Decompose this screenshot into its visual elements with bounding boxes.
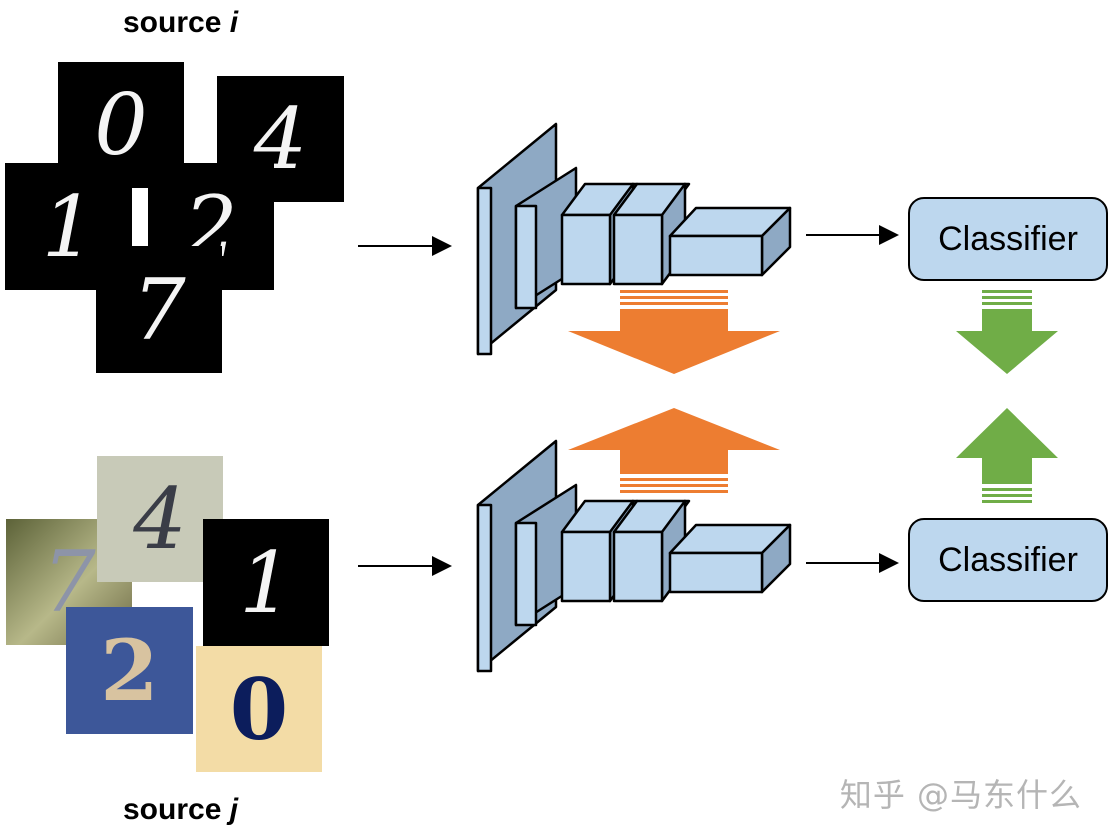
orange-arrow-up bbox=[568, 408, 780, 493]
feature-extractor-bottom bbox=[476, 439, 792, 673]
green-arrow-up bbox=[956, 408, 1058, 503]
source-j-prefix: source bbox=[123, 793, 222, 826]
svhn-tile-4: 4 bbox=[97, 456, 223, 582]
watermark: 知乎 @马东什么 bbox=[839, 776, 1082, 814]
source-i-label: source i bbox=[123, 6, 238, 40]
classifier-bottom: Classifier bbox=[908, 518, 1108, 602]
orange-arrow-down bbox=[568, 290, 780, 374]
svhn-tile-1: 1 bbox=[203, 519, 329, 646]
source-j-label: source j bbox=[123, 793, 238, 827]
source-j-letter: j bbox=[229, 793, 239, 826]
green-arrow-down bbox=[956, 290, 1058, 374]
classifier-top: Classifier bbox=[908, 197, 1108, 281]
svhn-tile-0: 0 bbox=[196, 646, 322, 772]
mnist-tile-7: 7 bbox=[96, 246, 222, 373]
source-i-letter: i bbox=[229, 6, 239, 39]
svhn-tile-2: 2 bbox=[66, 607, 193, 734]
source-i-prefix: source bbox=[123, 6, 222, 39]
